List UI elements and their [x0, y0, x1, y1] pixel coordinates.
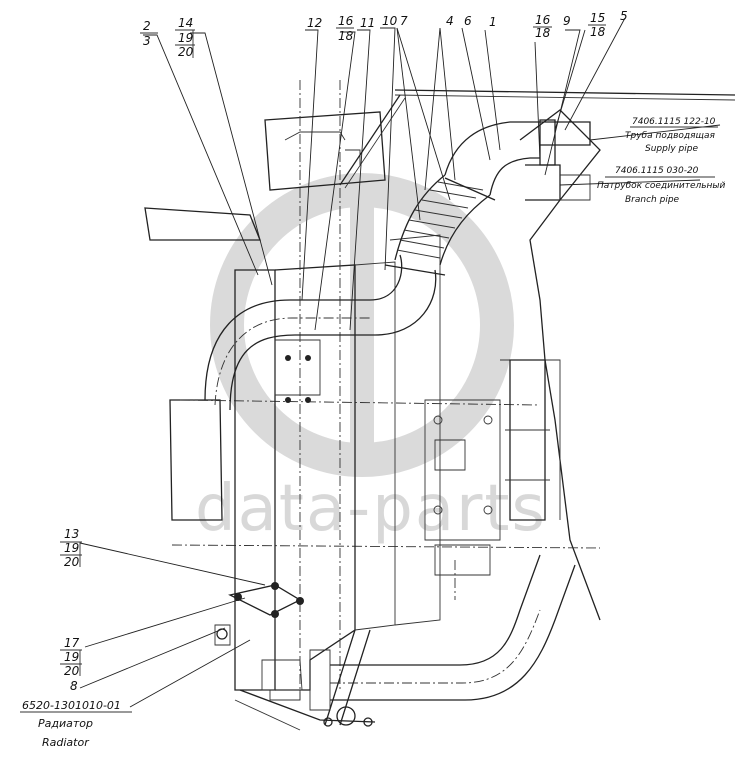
label-branch-pipe: 7406.1115 030-20 Патрубок соединительный… — [597, 166, 726, 205]
radiator-name-en: Radiator — [42, 736, 90, 749]
lower-pipe — [309, 359, 576, 711]
svg-text:20: 20 — [64, 664, 80, 678]
branch-pipe-part-no: 7406.1115 030-20 — [615, 166, 699, 176]
branch-pipe-name-ru: Патрубок соединительный — [597, 181, 726, 191]
svg-text:14: 14 — [178, 16, 193, 30]
leader-lines — [79, 17, 721, 708]
callout-2-3: 2 3 — [140, 19, 158, 48]
callout-8: 8 — [70, 679, 78, 693]
svg-text:19: 19 — [64, 650, 79, 664]
svg-text:18: 18 — [535, 26, 551, 40]
callout-16-18-b: 16 18 — [533, 13, 552, 40]
radiator-flange — [214, 582, 304, 646]
bottom-mount — [234, 629, 376, 731]
callout-5: 5 — [620, 9, 628, 23]
branch-pipe-name-en: Branch pipe — [625, 195, 680, 205]
svg-text:18: 18 — [338, 29, 354, 43]
callout-6: 6 — [464, 14, 472, 28]
svg-text:18: 18 — [590, 25, 606, 39]
callout-14-19-20: 14 19 20 — [175, 16, 195, 59]
watermark-logo-bar — [350, 195, 374, 455]
center-assembly — [274, 339, 501, 600]
svg-text:13: 13 — [64, 527, 79, 541]
svg-text:16: 16 — [535, 13, 551, 27]
svg-text:16: 16 — [338, 14, 354, 28]
svg-text:15: 15 — [590, 11, 605, 25]
callout-9: 9 — [563, 14, 571, 28]
watermark: data-parts — [195, 173, 547, 546]
callout-15-18: 15 18 — [588, 11, 606, 39]
svg-text:2: 2 — [143, 19, 151, 33]
callout-13-19-20: 13 19 20 — [60, 527, 82, 569]
svg-text:17: 17 — [64, 636, 80, 650]
svg-text:19: 19 — [64, 541, 79, 555]
callout-16-18-a: 16 18 — [336, 14, 354, 43]
radiator — [234, 80, 441, 701]
label-supply-pipe: 7406.1115 122-10 Труба подводящая Supply… — [625, 117, 718, 154]
svg-text:20: 20 — [64, 555, 80, 569]
radiator-name-ru: Радиатор — [38, 717, 93, 730]
supply-pipe-name-ru: Труба подводящая — [625, 131, 716, 141]
callout-7: 7 — [400, 14, 408, 28]
callout-1: 1 — [489, 15, 497, 29]
top-callouts: 2 3 14 19 20 12 16 18 11 10 7 4 6 1 16 1… — [140, 9, 628, 59]
upper-pipe — [204, 254, 437, 411]
label-radiator: 6520-1301010-01 Радиатор Radiator — [20, 699, 132, 749]
svg-text:20: 20 — [178, 45, 194, 59]
callout-12: 12 — [307, 16, 322, 30]
svg-text:19: 19 — [178, 31, 193, 45]
watermark-text: data-parts — [195, 472, 547, 546]
supply-pipe-part-no: 7406.1115 122-10 — [632, 117, 716, 127]
callout-17-19-20: 17 19 20 — [60, 636, 82, 678]
radiator-part-no: 6520-1301010-01 — [22, 699, 121, 712]
callout-11: 11 — [360, 16, 375, 30]
supply-pipe — [444, 119, 591, 201]
callout-10: 10 — [382, 14, 398, 28]
callout-4: 4 — [446, 14, 454, 28]
svg-text:3: 3 — [143, 34, 151, 48]
corrugated-hose — [384, 174, 496, 276]
supply-pipe-name-en: Supply pipe — [645, 144, 698, 154]
